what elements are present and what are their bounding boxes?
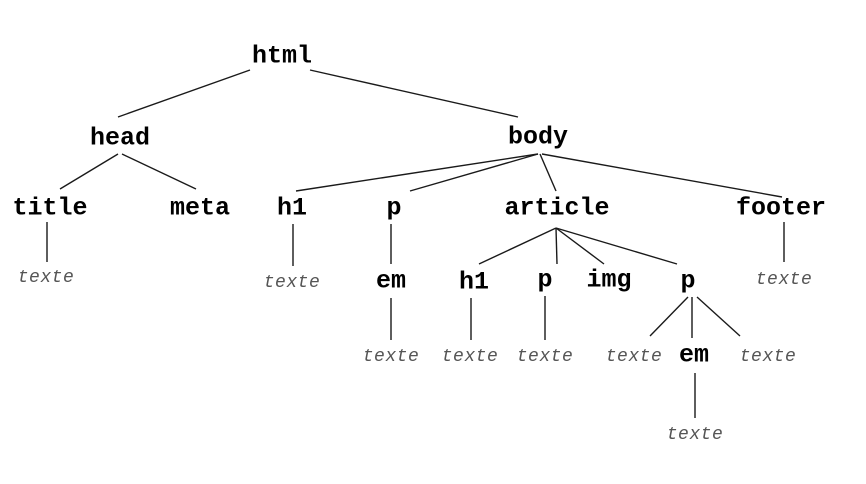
node-article-img: img: [586, 265, 632, 295]
edge-article-p2-text1: [649, 296, 689, 337]
edge-article-p2-text2: [696, 296, 741, 337]
node-article-p2: p: [680, 266, 696, 296]
node-article-h1-text: texte: [441, 347, 499, 367]
edge-body-h1: [295, 153, 539, 192]
node-body-h1: h1: [276, 193, 308, 223]
node-body-p-em-text: texte: [362, 347, 420, 367]
edge-head-title: [59, 153, 119, 190]
node-article-p2-text2: texte: [739, 347, 797, 367]
node-article-p2-em: em: [678, 340, 710, 370]
node-title: title: [12, 193, 88, 223]
node-title-text: texte: [17, 268, 75, 288]
node-article-p1: p: [537, 265, 553, 295]
node-footer-text: texte: [755, 270, 813, 290]
node-footer: footer: [735, 193, 827, 223]
edge-body-p: [409, 153, 539, 192]
node-article-p1-text: texte: [516, 347, 574, 367]
edge-html-body: [309, 69, 519, 118]
node-body-p: p: [386, 193, 402, 223]
node-meta: meta: [169, 193, 231, 223]
edge-head-meta: [121, 153, 197, 190]
node-article-p2-em-text: texte: [666, 425, 724, 445]
node-article: article: [504, 193, 610, 223]
node-body-h1-text: texte: [263, 273, 321, 293]
node-head: head: [89, 123, 151, 153]
edge-article-p2: [555, 227, 678, 265]
node-body: body: [507, 122, 569, 152]
node-html: html: [251, 41, 313, 71]
edge-body-article: [539, 153, 557, 192]
node-article-p2-text1: texte: [605, 347, 663, 367]
node-article-h1: h1: [458, 267, 490, 297]
edge-body-footer: [541, 153, 783, 198]
edge-article-p1: [555, 227, 558, 265]
edge-html-head: [117, 69, 251, 118]
node-body-p-em: em: [375, 266, 407, 296]
edge-article-img: [555, 227, 605, 265]
edge-article-h1: [478, 227, 557, 265]
